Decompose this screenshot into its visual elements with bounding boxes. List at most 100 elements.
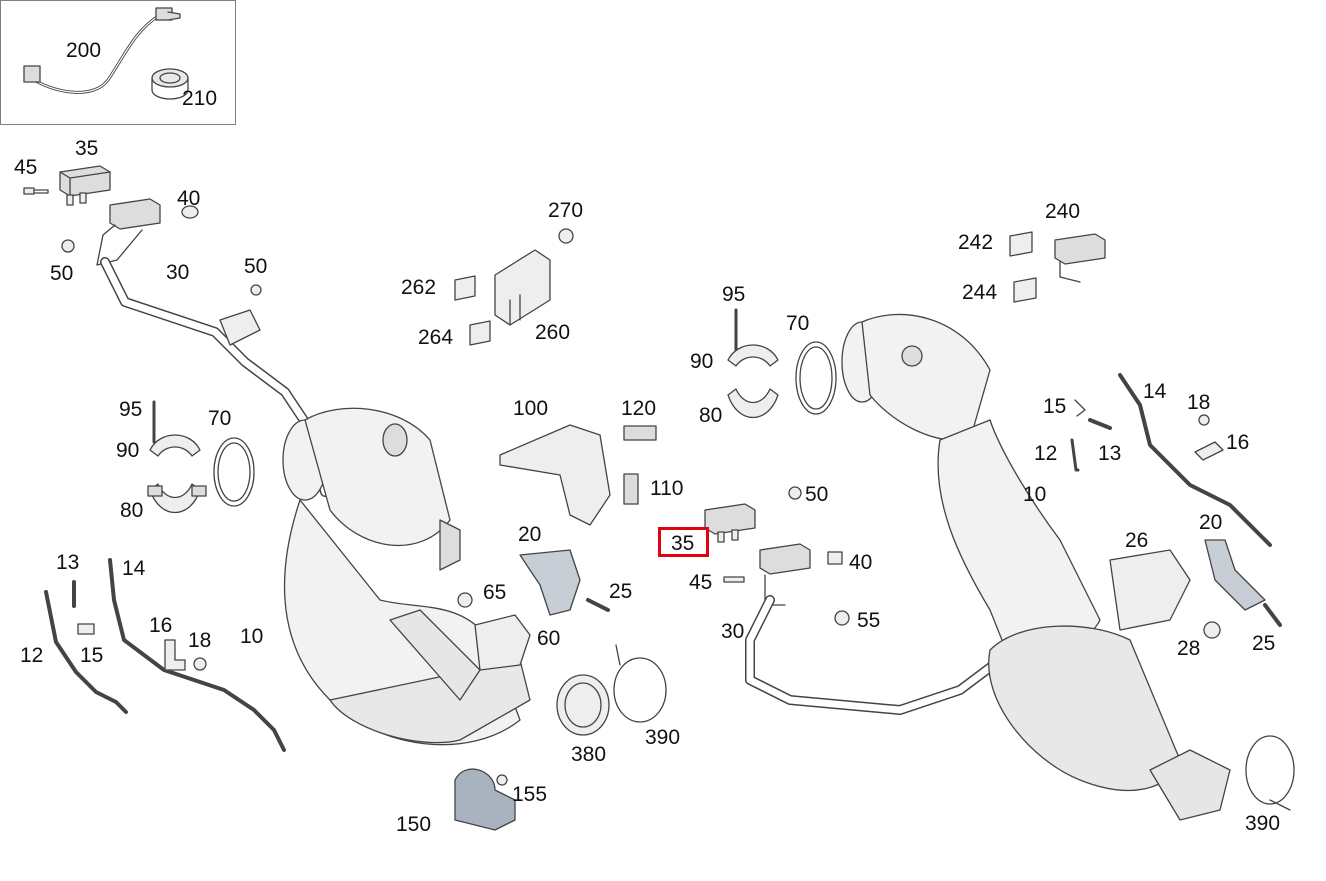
callout-12[interactable]: 12 bbox=[1034, 442, 1058, 465]
pipe-14-right bbox=[1118, 373, 1272, 547]
bolt-50-left bbox=[61, 239, 262, 296]
screw-45-right bbox=[723, 576, 745, 583]
callout-120[interactable]: 120 bbox=[621, 397, 657, 420]
catalytic-converter-10-right bbox=[841, 313, 1231, 821]
callout-390[interactable]: 390 bbox=[645, 726, 681, 749]
callout-155[interactable]: 155 bbox=[512, 783, 548, 806]
sealing-ring-210 bbox=[151, 68, 189, 100]
callout-50[interactable]: 50 bbox=[805, 483, 829, 506]
callout-16[interactable]: 16 bbox=[149, 614, 173, 637]
callout-45[interactable]: 45 bbox=[689, 571, 713, 594]
callout-25[interactable]: 25 bbox=[1252, 632, 1276, 655]
callout-28[interactable]: 28 bbox=[1177, 637, 1201, 660]
callout-242[interactable]: 242 bbox=[958, 231, 994, 254]
callout-390[interactable]: 390 bbox=[1245, 812, 1281, 835]
callout-15[interactable]: 15 bbox=[80, 644, 104, 667]
clamp-390-mid bbox=[613, 644, 667, 723]
callout-50[interactable]: 50 bbox=[244, 255, 268, 278]
callout-50[interactable]: 50 bbox=[50, 262, 74, 285]
oxygen-sensor-inset bbox=[0, 0, 236, 125]
callout-30[interactable]: 30 bbox=[721, 620, 745, 643]
callout-200[interactable]: 200 bbox=[66, 39, 102, 62]
clip-15-right bbox=[1074, 399, 1086, 417]
clip-264 bbox=[469, 320, 491, 346]
callout-30[interactable]: 30 bbox=[166, 261, 190, 284]
callout-20[interactable]: 20 bbox=[518, 523, 542, 546]
callout-70[interactable]: 70 bbox=[786, 312, 810, 335]
callout-110[interactable]: 110 bbox=[650, 477, 684, 500]
callout-244[interactable]: 244 bbox=[962, 281, 998, 304]
callout-55[interactable]: 55 bbox=[857, 609, 881, 632]
clip-262 bbox=[454, 275, 476, 301]
clamp-380 bbox=[556, 674, 610, 736]
bolt-65 bbox=[457, 592, 473, 608]
callout-18[interactable]: 18 bbox=[1187, 391, 1211, 414]
callout-14[interactable]: 14 bbox=[1143, 380, 1167, 403]
callout-16[interactable]: 16 bbox=[1226, 431, 1250, 454]
callout-240[interactable]: 240 bbox=[1045, 200, 1081, 223]
callout-12[interactable]: 12 bbox=[20, 644, 44, 667]
bolt-55 bbox=[834, 610, 850, 626]
clamp-40-left bbox=[181, 205, 199, 219]
sensor-110 bbox=[623, 473, 639, 505]
clip-15-left bbox=[77, 623, 95, 635]
catalytic-converter-10-left bbox=[282, 407, 531, 746]
clamp-90-80-right bbox=[727, 344, 779, 419]
nut-18-left bbox=[193, 657, 207, 671]
callout-150[interactable]: 150 bbox=[396, 813, 432, 836]
callout-90[interactable]: 90 bbox=[690, 350, 714, 373]
sensor-150 bbox=[454, 768, 516, 831]
callout-20[interactable]: 20 bbox=[1199, 511, 1223, 534]
callout-210[interactable]: 210 bbox=[182, 87, 218, 110]
screw-155 bbox=[496, 774, 508, 786]
callout-10[interactable]: 10 bbox=[240, 625, 264, 648]
bracket-16-left bbox=[164, 639, 186, 671]
callout-10[interactable]: 10 bbox=[1023, 483, 1047, 506]
bolt-25-mid bbox=[586, 598, 610, 612]
callout-25[interactable]: 25 bbox=[609, 580, 633, 603]
sealing-ring-70-right bbox=[795, 341, 837, 415]
callout-380[interactable]: 380 bbox=[571, 743, 607, 766]
callout-95[interactable]: 95 bbox=[119, 398, 143, 421]
bracket-100 bbox=[499, 424, 611, 526]
callout-13[interactable]: 13 bbox=[56, 551, 80, 574]
pipe-12-right bbox=[1070, 438, 1080, 472]
clip-244 bbox=[1013, 277, 1037, 303]
callout-26[interactable]: 26 bbox=[1125, 529, 1149, 552]
bracket-60 bbox=[474, 614, 531, 671]
callout-260[interactable]: 260 bbox=[535, 321, 571, 344]
callout-60[interactable]: 60 bbox=[537, 627, 561, 650]
callout-35[interactable]: 35 bbox=[75, 137, 99, 160]
callout-264[interactable]: 264 bbox=[418, 326, 454, 349]
callout-35-highlighted[interactable]: 35 bbox=[671, 532, 695, 555]
bolt-270 bbox=[558, 228, 574, 244]
oxygen-sensor-200 bbox=[23, 7, 181, 94]
callout-262[interactable]: 262 bbox=[401, 276, 437, 299]
callout-40[interactable]: 40 bbox=[177, 187, 201, 210]
bolt-25-right bbox=[1263, 603, 1282, 627]
callout-18[interactable]: 18 bbox=[188, 629, 212, 652]
callout-90[interactable]: 90 bbox=[116, 439, 140, 462]
callout-80[interactable]: 80 bbox=[699, 404, 723, 427]
callout-13[interactable]: 13 bbox=[1098, 442, 1122, 465]
callout-70[interactable]: 70 bbox=[208, 407, 232, 430]
callout-100[interactable]: 100 bbox=[513, 397, 549, 420]
bolt-28 bbox=[1203, 621, 1221, 639]
clamp-90-80-left bbox=[147, 400, 207, 514]
callout-80[interactable]: 80 bbox=[120, 499, 144, 522]
callout-14[interactable]: 14 bbox=[122, 557, 146, 580]
callout-95[interactable]: 95 bbox=[722, 283, 746, 306]
pressure-sensor-35-right bbox=[704, 503, 756, 543]
bolt-13-right bbox=[1088, 418, 1112, 430]
callout-15[interactable]: 15 bbox=[1043, 395, 1067, 418]
pipe-14-left bbox=[108, 558, 286, 752]
sensor-240 bbox=[1054, 233, 1106, 283]
bracket-20-mid bbox=[519, 549, 581, 616]
bracket-260 bbox=[494, 249, 551, 326]
callout-270[interactable]: 270 bbox=[548, 199, 584, 222]
callout-40[interactable]: 40 bbox=[849, 551, 873, 574]
callout-65[interactable]: 65 bbox=[483, 581, 507, 604]
callout-45[interactable]: 45 bbox=[14, 156, 38, 179]
clamp-390-right bbox=[1245, 735, 1295, 811]
